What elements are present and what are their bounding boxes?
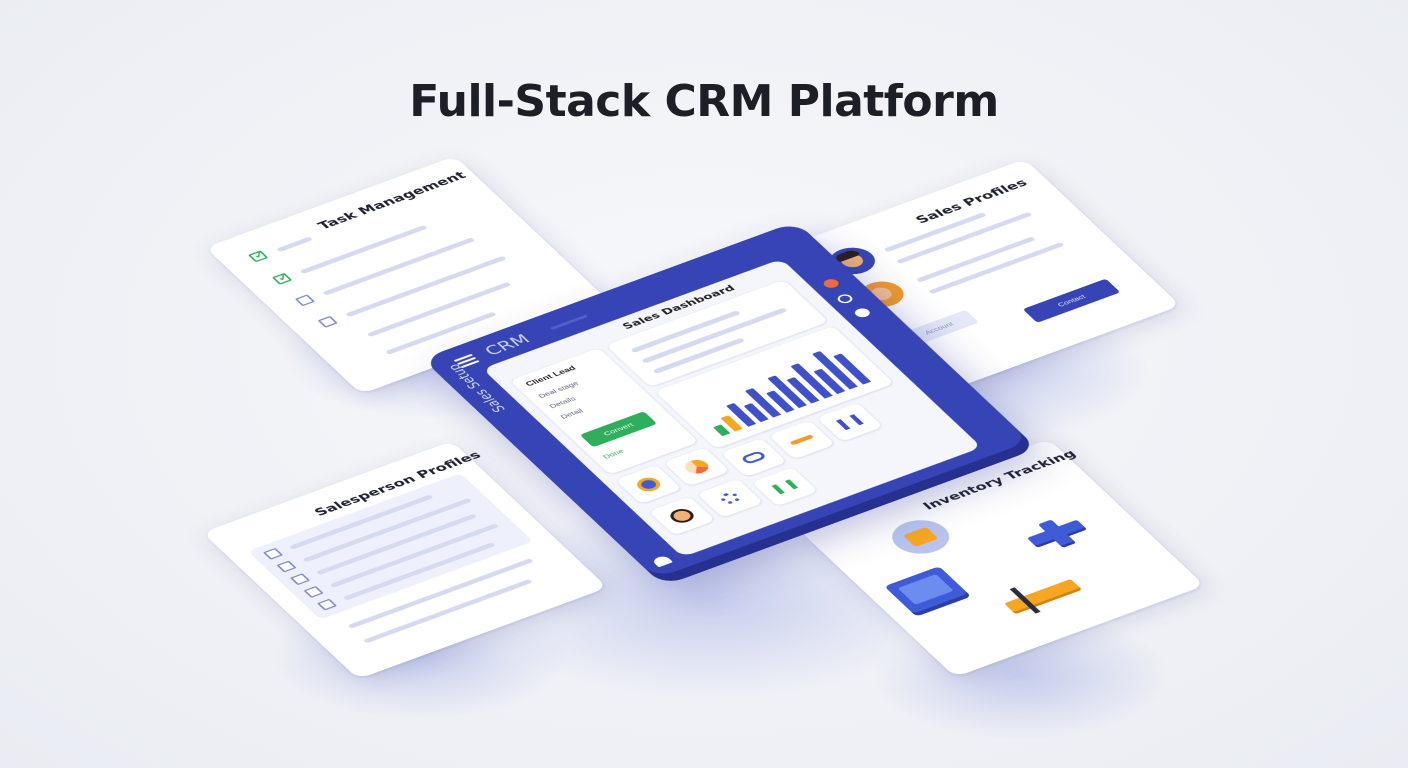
progress-icon: [789, 434, 815, 446]
scanner-icon: [995, 570, 1087, 619]
settings-icon[interactable]: [834, 292, 856, 305]
image-icon: [884, 566, 969, 614]
task-line: [366, 281, 512, 338]
task-line: [276, 236, 313, 253]
task-line: [299, 224, 428, 275]
user-icon: [632, 475, 665, 494]
contact-button[interactable]: Contact: [1022, 278, 1121, 323]
task-line: [322, 237, 476, 296]
puzzle-icon: [1020, 513, 1093, 553]
lead-tag: Detail: [558, 407, 585, 421]
home-icon[interactable]: [650, 554, 673, 568]
convert-button[interactable]: Convert: [579, 411, 658, 448]
header-indicator: [550, 314, 589, 330]
lead-details: Details: [547, 395, 578, 410]
pie-chart-icon: [680, 457, 713, 477]
gear-icon: [717, 490, 744, 506]
task-checkbox[interactable]: [317, 315, 338, 328]
person-icon: [666, 506, 698, 526]
link-icon: [740, 450, 768, 465]
chart-bar: [712, 424, 731, 437]
task-checkbox[interactable]: [294, 294, 316, 307]
profile-dot[interactable]: [852, 306, 873, 319]
box-icon-body: [902, 526, 939, 548]
growth-icon: [771, 479, 799, 495]
bar-chart-icon: [835, 414, 864, 431]
card-title: Task Management: [314, 169, 470, 233]
image-icon-screen: [897, 574, 954, 605]
task-checkbox-done[interactable]: [248, 250, 269, 263]
page-title: Full-Stack CRM Platform: [409, 76, 999, 127]
task-line: [345, 255, 507, 318]
scanner-icon-bar: [1004, 579, 1080, 613]
icon-tile-growth[interactable]: [751, 467, 819, 507]
box-icon: [881, 513, 960, 560]
notification-dot[interactable]: [821, 277, 842, 290]
status-label: Done: [600, 447, 626, 460]
task-checkbox-done[interactable]: [271, 272, 293, 285]
